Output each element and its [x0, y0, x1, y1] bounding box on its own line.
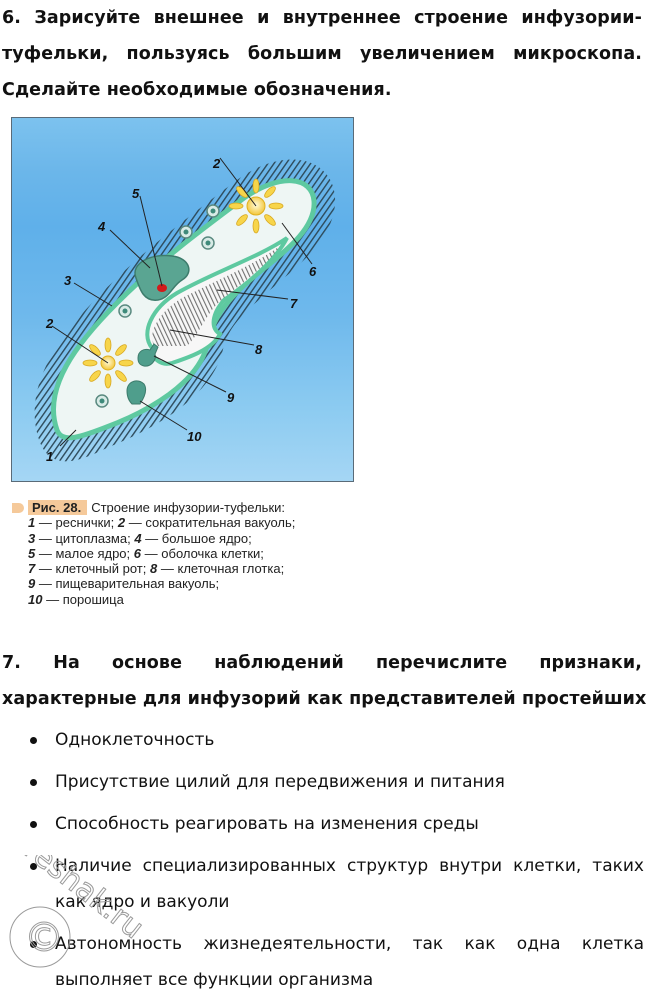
task-6-line-2: туфельки, пользуясь большим увеличением …: [2, 44, 642, 64]
caption-text: пищеварительная вакуоль;: [55, 576, 220, 592]
label-9: 9: [227, 390, 235, 405]
label-10: 10: [187, 429, 202, 444]
answer-item: Наличие специализированных структур внут…: [0, 848, 646, 920]
caption-dash: —: [160, 561, 174, 577]
digestive-vacuole: [137, 343, 159, 367]
caption-num: 10: [28, 591, 43, 607]
caption-dash: —: [46, 591, 60, 607]
task-6-line-1: 6. Зарисуйте внешнее и внутреннее строен…: [2, 8, 642, 28]
caption-text: сократительная вакуоль;: [145, 515, 296, 531]
caption-num: 3: [28, 530, 36, 546]
label-3: 3: [64, 273, 72, 288]
answer-list: Одноклеточность Присутствие цилий для пе…: [0, 722, 646, 1004]
caption-dash: —: [38, 530, 52, 546]
caption-num: 4: [134, 530, 142, 546]
label-4: 4: [97, 219, 106, 234]
task-7-heading: 7. На основе наблюдений перечислите приз…: [2, 645, 646, 717]
task-7-line-2: характерные для инфузорий как представит…: [2, 689, 646, 709]
paramecium-illustration: 1 2 2 3 4 5 6 7 8 9 10: [34, 156, 336, 464]
label-8: 8: [255, 342, 263, 357]
caption-num: 8: [150, 561, 158, 577]
caption-text: реснички;: [55, 515, 115, 531]
caption-dash: —: [145, 530, 159, 546]
caption-row: 10 — порошица: [28, 592, 295, 607]
answer-item: Присутствие цилий для передвижения и пит…: [0, 764, 646, 800]
label-7: 7: [290, 296, 298, 311]
task-6-line-3: Сделайте необходимые обозначения.: [2, 80, 392, 100]
figure-labels: 1 2 2 3 4 5 6 7 8 9 10: [45, 156, 317, 464]
caption-title-row: Рис. 28.Строение инфузории-туфельки:: [28, 500, 295, 516]
paramecium-figure: 1 2 2 3 4 5 6 7 8 9 10: [11, 117, 354, 482]
caption-row: 3 — цитоплазма; 4 — большое ядро;: [28, 531, 295, 546]
caption-dash: —: [144, 545, 158, 561]
caption-text: малое ядро;: [55, 545, 131, 561]
caption-dash: —: [38, 515, 52, 531]
food-vacuoles: [95, 204, 220, 408]
caption-dash: —: [38, 561, 52, 577]
caption-row: 7 — клеточный рот; 8 — клеточная глотка;: [28, 561, 295, 576]
label-1: 1: [46, 449, 53, 464]
caption-num: 6: [133, 545, 142, 561]
leader-lines: [51, 157, 313, 447]
caption-num: 5: [28, 545, 36, 561]
label-6: 6: [309, 264, 317, 279]
caption-text: цитоплазма;: [55, 530, 131, 546]
caption-text: клеточная глотка;: [177, 561, 285, 577]
caption-row: 1 — реснички; 2 — сократительная вакуоль…: [28, 515, 295, 530]
caption-num: 9: [28, 576, 36, 592]
caption-text: клеточный рот;: [55, 561, 147, 577]
caption-row: 5 — малое ядро; 6 — оболочка клетки;: [28, 546, 295, 561]
caption-dash: —: [128, 515, 142, 531]
caption-num: 7: [28, 561, 36, 577]
figure-caption: Рис. 28.Строение инфузории-туфельки: 1 —…: [28, 500, 295, 607]
caption-text: порошица: [62, 591, 124, 607]
caption-row: 9 — пищеварительная вакуоль;: [28, 576, 295, 591]
anal-pore: [126, 380, 147, 405]
label-5: 5: [132, 186, 140, 201]
caption-figure-number: Рис. 28.: [28, 500, 88, 516]
contractile-vacuole-top: [228, 178, 284, 234]
caption-dash: —: [38, 576, 52, 592]
caption-num: 1: [28, 515, 36, 531]
answer-item: Способность реагировать на изменения сре…: [0, 806, 646, 842]
caption-num: 2: [117, 515, 126, 531]
label-2-top: 2: [212, 156, 221, 171]
cilia: [34, 159, 336, 462]
answer-item: Одноклеточность: [0, 722, 646, 758]
micronucleus: [157, 284, 167, 292]
caption-dash: —: [38, 545, 52, 561]
label-2-bottom: 2: [45, 316, 54, 331]
answer-item: Автономность жизнедеятельности, так как …: [0, 926, 646, 998]
task-7-line-1: 7. На основе наблюдений перечислите приз…: [2, 653, 642, 673]
caption-text: оболочка клетки;: [161, 545, 264, 561]
caption-text: большое ядро;: [161, 530, 252, 546]
caption-title: Строение инфузории-туфельки:: [91, 500, 286, 515]
caption-marker: [12, 503, 24, 513]
task-6-heading: 6. Зарисуйте внешнее и внутреннее строен…: [2, 0, 642, 108]
